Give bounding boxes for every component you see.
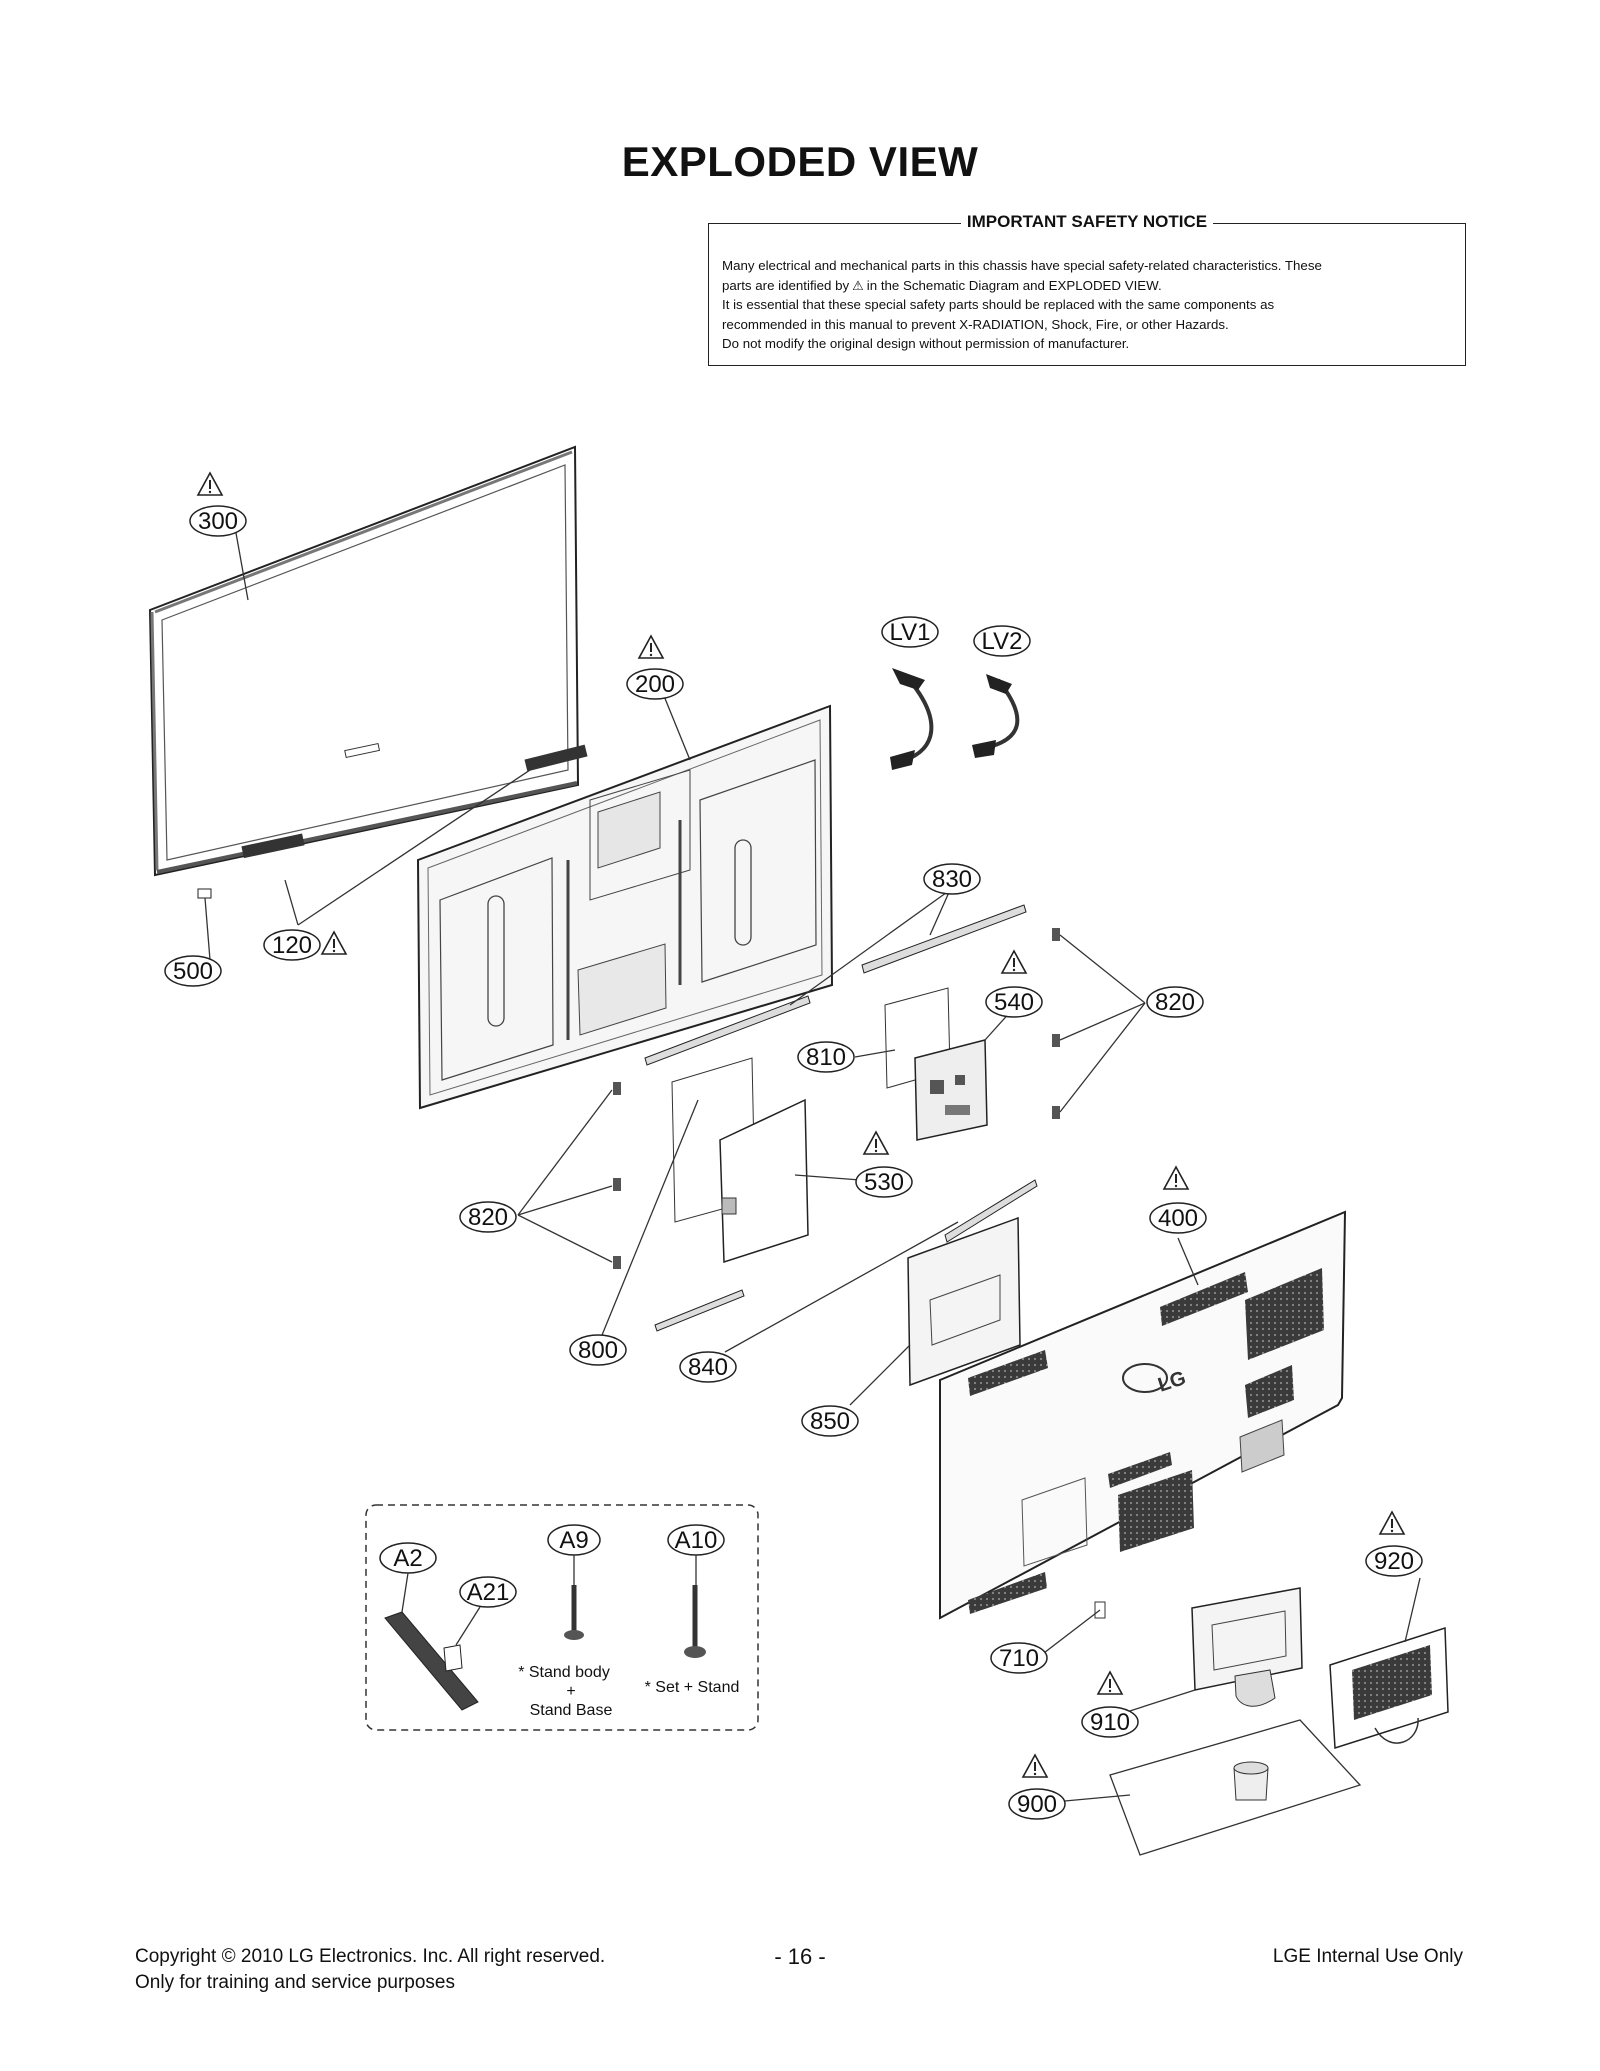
label-850: 850: [810, 1408, 850, 1435]
label-lv1: LV1: [890, 619, 931, 646]
callout-820-right: [1146, 986, 1204, 1018]
callout-200: [626, 668, 684, 700]
safety-notice-line: It is essential that these special safet…: [722, 297, 1275, 313]
callout-540: [985, 986, 1043, 1018]
label-lv2: LV2: [982, 628, 1023, 655]
callout-900: [1008, 1788, 1066, 1820]
callout-120: [263, 929, 321, 961]
front-bezel-part: [148, 445, 588, 899]
safety-notice-box: IMPORTANT SAFETY NOTICE Many electrical …: [708, 212, 1466, 366]
callout-820-left: [459, 1201, 517, 1233]
warning-triangle-icon: [1163, 1166, 1189, 1190]
leader-lines: [204, 532, 1421, 1804]
label-a2: A2: [393, 1545, 422, 1572]
warning-triangle-icon: [1001, 950, 1027, 974]
page-title: EXPLODED VIEW: [621, 138, 979, 185]
callout-920: [1365, 1545, 1423, 1577]
safety-notice-line: Many electrical and mechanical parts in …: [722, 258, 1322, 273]
label-a21: A21: [467, 1579, 510, 1606]
stand-parts: [1094, 1587, 1449, 1856]
main-board-part: [884, 987, 988, 1141]
callout-840: [679, 1351, 737, 1383]
callout-500: [164, 955, 222, 987]
page-number: - 16 -: [774, 1944, 826, 1969]
callout-a21: [459, 1576, 517, 1608]
copyright-text: Copyright © 2010 LG Electronics. Inc. Al…: [135, 1946, 606, 1967]
callout-lv1: [881, 616, 939, 648]
note-a9-line3: Stand Base: [530, 1702, 613, 1719]
accessory-box: [365, 1504, 759, 1731]
label-830: 830: [932, 866, 972, 893]
safety-notice-line: in the Schematic Diagram and EXPLODED VI…: [866, 277, 1162, 293]
warning-triangle-icon: [1022, 1754, 1048, 1778]
label-920: 920: [1374, 1548, 1414, 1575]
label-200: 200: [635, 671, 675, 698]
internal-use-label: LGE Internal Use Only: [1272, 1946, 1463, 1967]
callout-lv2: [973, 625, 1031, 657]
callout-850: [801, 1405, 859, 1437]
clip-parts: [613, 928, 1060, 1269]
warning-triangle-icon: [863, 1131, 889, 1155]
callout-910: [1081, 1706, 1139, 1738]
callout-400: [1149, 1202, 1207, 1234]
label-a10: A10: [675, 1527, 718, 1554]
label-500: 500: [173, 958, 213, 985]
label-810: 810: [806, 1044, 846, 1071]
warning-triangle-icon: [1097, 1671, 1123, 1695]
callout-810: [797, 1041, 855, 1073]
label-900: 900: [1017, 1791, 1057, 1818]
label-820-right: 820: [1155, 989, 1195, 1016]
warning-triangle-icon: [321, 931, 347, 955]
note-a9-line2: +: [566, 1683, 575, 1700]
back-cover-part: LG: [939, 1210, 1347, 1620]
safety-notice-line: recommended in this manual to prevent X-…: [722, 316, 1229, 332]
safety-notice-body: Many electrical and mechanical parts in …: [722, 256, 1452, 354]
label-820-left: 820: [468, 1204, 508, 1231]
label-120: 120: [272, 932, 312, 959]
training-text: Only for training and service purposes: [135, 1972, 455, 1993]
label-800: 800: [578, 1337, 618, 1364]
label-840: 840: [688, 1354, 728, 1381]
callout-830: [923, 863, 981, 895]
label-910: 910: [1090, 1709, 1130, 1736]
safety-notice-line: parts are identified by: [722, 277, 850, 293]
label-a9: A9: [559, 1527, 588, 1554]
warning-triangle-icon: ⚠: [852, 277, 864, 293]
power-board-part: [671, 1057, 809, 1264]
footer-copyright: Copyright © 2010 LG Electronics. Inc. Al…: [135, 1944, 605, 1996]
safety-notice-title: IMPORTANT SAFETY NOTICE: [960, 212, 1214, 231]
note-a9-line1: * Stand body: [518, 1664, 610, 1681]
label-540: 540: [994, 989, 1034, 1016]
warning-triangle-icon: [638, 635, 664, 659]
callout-800: [569, 1334, 627, 1366]
label-710: 710: [999, 1645, 1039, 1672]
callout-530: [855, 1166, 913, 1198]
label-300: 300: [198, 508, 238, 535]
label-400: 400: [1158, 1205, 1198, 1232]
chassis-frame-part: [416, 704, 834, 1110]
callout-300: [189, 505, 247, 537]
callout-710: [990, 1642, 1048, 1674]
note-a10-line1: * Set + Stand: [645, 1679, 740, 1696]
warning-triangle-icon: [197, 472, 223, 496]
warning-triangle-icon: [1379, 1511, 1405, 1535]
safety-notice-line: Do not modify the original design withou…: [722, 336, 1130, 352]
lvds-cables-part: [890, 668, 1020, 770]
support-brackets-part: [644, 904, 1038, 1387]
label-530: 530: [864, 1169, 904, 1196]
